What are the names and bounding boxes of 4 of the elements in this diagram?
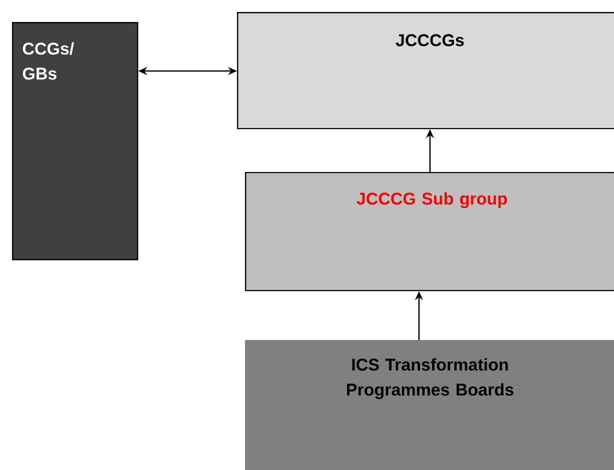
group-box: CCGs/ GBs bbox=[12, 22, 138, 260]
subgroup-box: JCCCG Sub group bbox=[245, 172, 614, 292]
board-box: ICS Transformation Programmes Boards bbox=[245, 340, 614, 470]
committee-box: JCCCGs bbox=[237, 12, 614, 130]
